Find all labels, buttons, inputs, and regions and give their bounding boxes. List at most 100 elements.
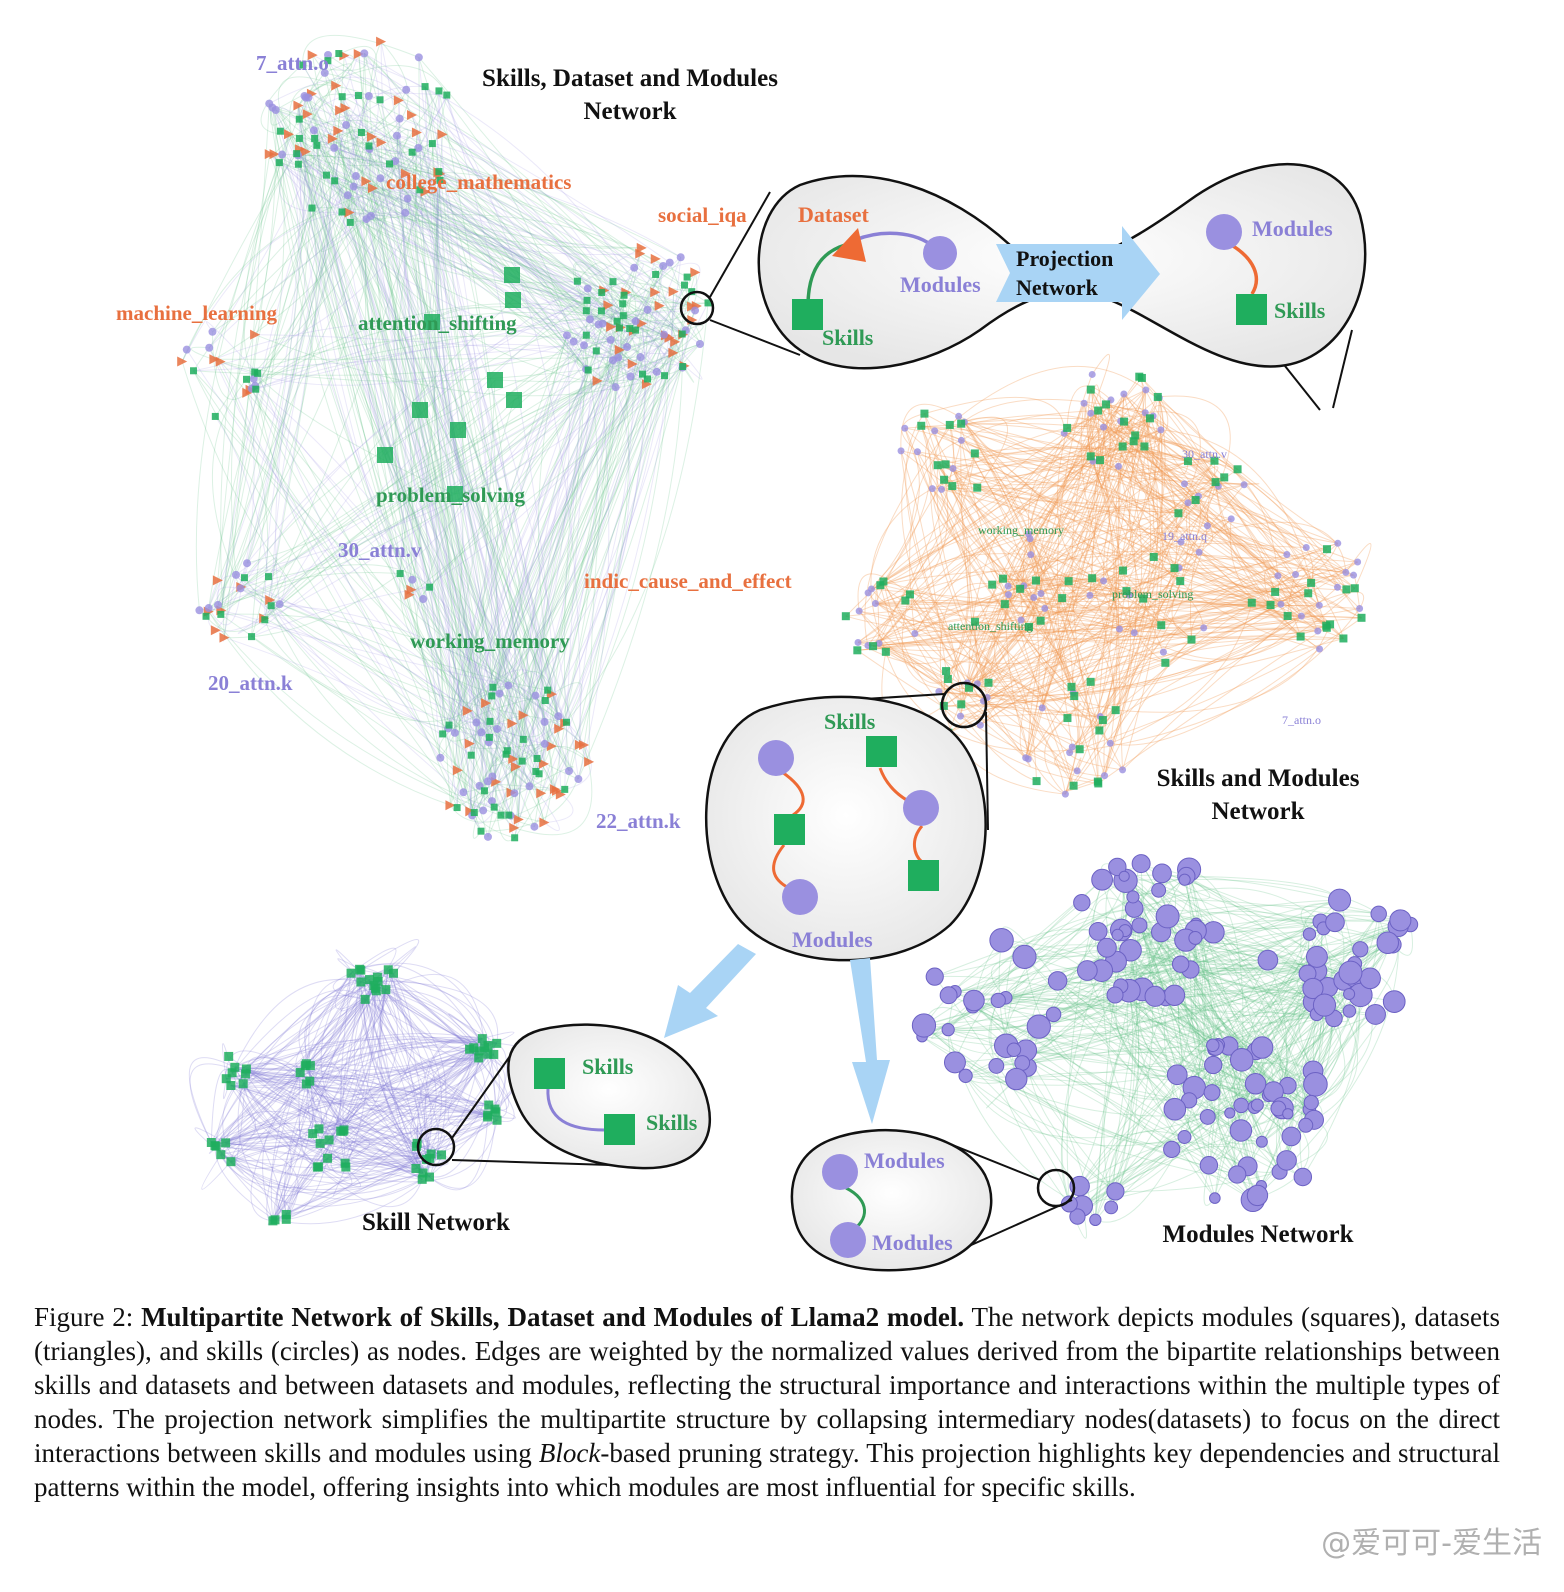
module-node bbox=[636, 353, 645, 362]
skill-node bbox=[582, 307, 590, 315]
network-edge bbox=[271, 107, 558, 792]
module-node bbox=[1163, 1097, 1187, 1121]
dataset-node bbox=[411, 127, 422, 138]
network-edge bbox=[348, 53, 380, 213]
network-edge bbox=[270, 599, 490, 743]
network-edge bbox=[456, 345, 585, 808]
network-edge bbox=[932, 458, 1216, 490]
skill-node bbox=[945, 420, 954, 429]
module-node bbox=[1255, 1135, 1268, 1148]
network-edge bbox=[612, 312, 667, 361]
zoom-connector-line bbox=[1284, 365, 1321, 411]
network-edge bbox=[952, 468, 1072, 688]
module-node bbox=[855, 607, 863, 615]
network-edge bbox=[289, 84, 381, 154]
network-edge bbox=[416, 1038, 483, 1144]
network-edge bbox=[880, 440, 1135, 586]
module-node bbox=[1359, 967, 1381, 990]
network-edge bbox=[948, 518, 1232, 734]
network-edge bbox=[626, 291, 678, 373]
network-edge bbox=[392, 973, 483, 1044]
network-edge bbox=[279, 603, 493, 777]
network-edge bbox=[416, 132, 518, 767]
network-edge bbox=[429, 369, 589, 588]
skill-node bbox=[474, 1046, 484, 1056]
skill-square-icon bbox=[792, 299, 823, 330]
network-edge bbox=[916, 451, 1074, 694]
network-edge bbox=[378, 989, 430, 1178]
network-edge bbox=[254, 335, 611, 373]
network-edge bbox=[305, 97, 370, 150]
network-edge bbox=[214, 981, 379, 1147]
network-edge bbox=[948, 460, 1215, 734]
network-edge bbox=[1013, 956, 1318, 1056]
network-edge bbox=[932, 487, 1319, 632]
network-edge bbox=[230, 1040, 497, 1162]
network-edge bbox=[1217, 1045, 1280, 1173]
network-edge bbox=[226, 1078, 488, 1116]
network-edge bbox=[1002, 542, 1338, 582]
modules-network-nodes bbox=[911, 854, 1419, 1226]
network-edge bbox=[458, 399, 515, 832]
module-node bbox=[1325, 912, 1345, 933]
network-edge bbox=[619, 321, 683, 351]
network-edge bbox=[858, 625, 1327, 644]
network-edge bbox=[298, 104, 614, 283]
skill-node bbox=[421, 83, 429, 91]
network-edge bbox=[298, 1083, 321, 1146]
network-edge bbox=[312, 981, 381, 1135]
network-edge bbox=[1094, 959, 1269, 1220]
network-edge bbox=[857, 597, 1035, 652]
network-edge bbox=[1229, 924, 1411, 1114]
skill-inset-label-b: Skills bbox=[646, 1110, 698, 1135]
skill-node bbox=[1296, 632, 1305, 641]
network-edge bbox=[246, 302, 709, 380]
dataset-node bbox=[668, 347, 679, 358]
module-node bbox=[1088, 921, 1108, 941]
network-edge bbox=[424, 86, 493, 813]
network-edge bbox=[274, 988, 376, 1220]
network-edge bbox=[251, 352, 674, 638]
network-edge bbox=[306, 1038, 483, 1091]
network-edge bbox=[1160, 483, 1202, 626]
network-edge bbox=[370, 215, 697, 307]
network-edge bbox=[1094, 880, 1127, 1220]
network-edge bbox=[967, 682, 1066, 795]
module-node bbox=[275, 600, 284, 609]
network-edge bbox=[1090, 456, 1131, 711]
network-edge bbox=[345, 124, 384, 221]
skill-node bbox=[518, 757, 526, 765]
network-edge bbox=[264, 493, 456, 621]
network-edge bbox=[980, 629, 1318, 726]
network-edge bbox=[447, 1050, 488, 1127]
network-edge bbox=[990, 568, 1030, 628]
network-edge bbox=[1029, 538, 1205, 628]
skill-node bbox=[948, 482, 957, 491]
inset-right-modules-label: Modules bbox=[1252, 216, 1333, 241]
network-edge bbox=[279, 162, 433, 323]
module-node bbox=[659, 261, 668, 270]
module-node bbox=[1250, 1098, 1264, 1112]
network-edge bbox=[1332, 575, 1362, 619]
network-edge bbox=[1122, 542, 1354, 576]
network-edge bbox=[857, 615, 1302, 651]
network-edge bbox=[275, 180, 336, 605]
module-node bbox=[1041, 604, 1049, 612]
network-edge bbox=[288, 134, 494, 688]
network-edge bbox=[1140, 863, 1314, 1072]
module-node bbox=[1115, 625, 1123, 633]
skill-node bbox=[998, 574, 1007, 583]
network-edge bbox=[857, 634, 1092, 683]
network-edge bbox=[429, 1111, 497, 1189]
network-edge bbox=[407, 198, 546, 744]
network-edge bbox=[205, 615, 266, 632]
network-edge bbox=[1090, 412, 1344, 639]
network-edge bbox=[1279, 970, 1317, 1121]
dataset-node bbox=[627, 358, 638, 369]
network-edge bbox=[859, 603, 1281, 633]
module-node bbox=[988, 1058, 1005, 1074]
skill-node bbox=[276, 127, 284, 135]
network-edge bbox=[917, 451, 1245, 486]
dataset-node bbox=[293, 100, 304, 111]
network-edge bbox=[230, 1161, 423, 1201]
